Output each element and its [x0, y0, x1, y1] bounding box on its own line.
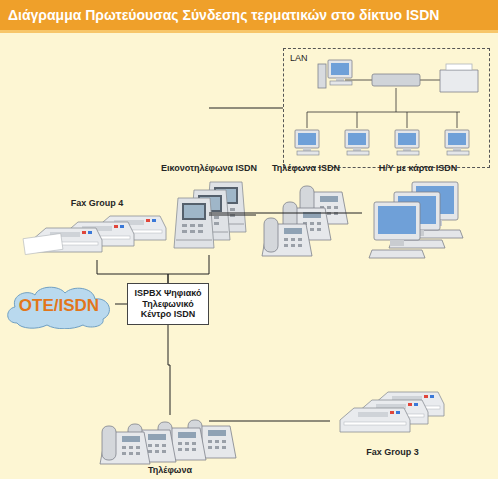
fax-group4-drawing [23, 216, 166, 255]
pc-drawing [369, 182, 463, 258]
phone-drawing [100, 420, 236, 464]
terminal-label: Τηλέφωνα ISDN [272, 163, 340, 173]
isdn-line [168, 325, 170, 415]
fax-group3-drawing [340, 408, 410, 432]
lan-computers-drawing [328, 60, 352, 85]
isdn-line [209, 215, 256, 216]
network-name: OTE/ISDN [19, 296, 99, 316]
lan-drawing [372, 74, 420, 86]
cloud-outline [8, 287, 110, 329]
lan-drawing [318, 64, 326, 88]
lan-computers-drawing [345, 130, 369, 155]
lan-computers-drawing [295, 130, 319, 155]
terminal-label: Η/Υ με κάρτα ISDN [379, 163, 458, 173]
lan-computers-drawing [395, 130, 419, 155]
isdn-line [115, 304, 127, 305]
isdn-line [209, 421, 330, 422]
videophone-drawing [174, 198, 214, 248]
phone-terminal: Τηλέφωνα [95, 415, 245, 475]
terminal-label: Εικονοτηλέφωνα ISDN [161, 163, 257, 173]
lan-computers-drawing [445, 130, 469, 155]
lan-drawing [307, 80, 460, 128]
pc-drawing [369, 202, 425, 258]
videophone-terminal: Εικονοτηλέφωνα ISDN [157, 163, 262, 255]
isdn-phone-drawing [262, 218, 312, 256]
isdn-phone-drawing [262, 186, 348, 256]
lan-drawing [446, 64, 472, 70]
ispbx-exchange-box: ISPBX Ψηφιακό Τηλεφωνικό Κέντρο ISDN [127, 283, 209, 325]
fax-group3-terminal: Fax Group 3 [330, 385, 455, 457]
isdn-network-cloud: OTE/ISDN [3, 283, 115, 329]
isdn-phone-terminal: Τηλέφωνα ISDN [256, 163, 356, 267]
terminal-label: LAN [290, 53, 308, 63]
fax-group3-drawing [340, 392, 444, 432]
terminal-label: Fax Group 3 [366, 447, 419, 457]
exchange-label: ISPBX Ψηφιακό Τηλεφωνικό Κέντρο ISDN [131, 288, 205, 319]
isdn-line [168, 255, 209, 283]
lan-computers-drawing [295, 60, 469, 155]
pc-terminal: Η/Υ με κάρτα ISDN [362, 163, 474, 263]
fax-group4-drawing [23, 233, 63, 254]
lan-region: LAN [283, 48, 490, 168]
fax-group4-terminal: Fax Group 4 [22, 198, 172, 260]
title-band: Διάγραμμα Πρωτεύουσας Σύνδεσης τερματικώ… [0, 0, 498, 33]
diagram-title: Διάγραμμα Πρωτεύουσας Σύνδεσης τερματικώ… [0, 7, 439, 23]
terminal-label: Τηλέφωνα [148, 465, 192, 475]
isdn-line [97, 260, 168, 283]
isdn-line [209, 213, 362, 214]
terminal-label: Fax Group 4 [71, 198, 124, 208]
phone-drawing [100, 426, 150, 464]
lan-drawing [440, 70, 478, 92]
isdn-line [209, 108, 283, 109]
